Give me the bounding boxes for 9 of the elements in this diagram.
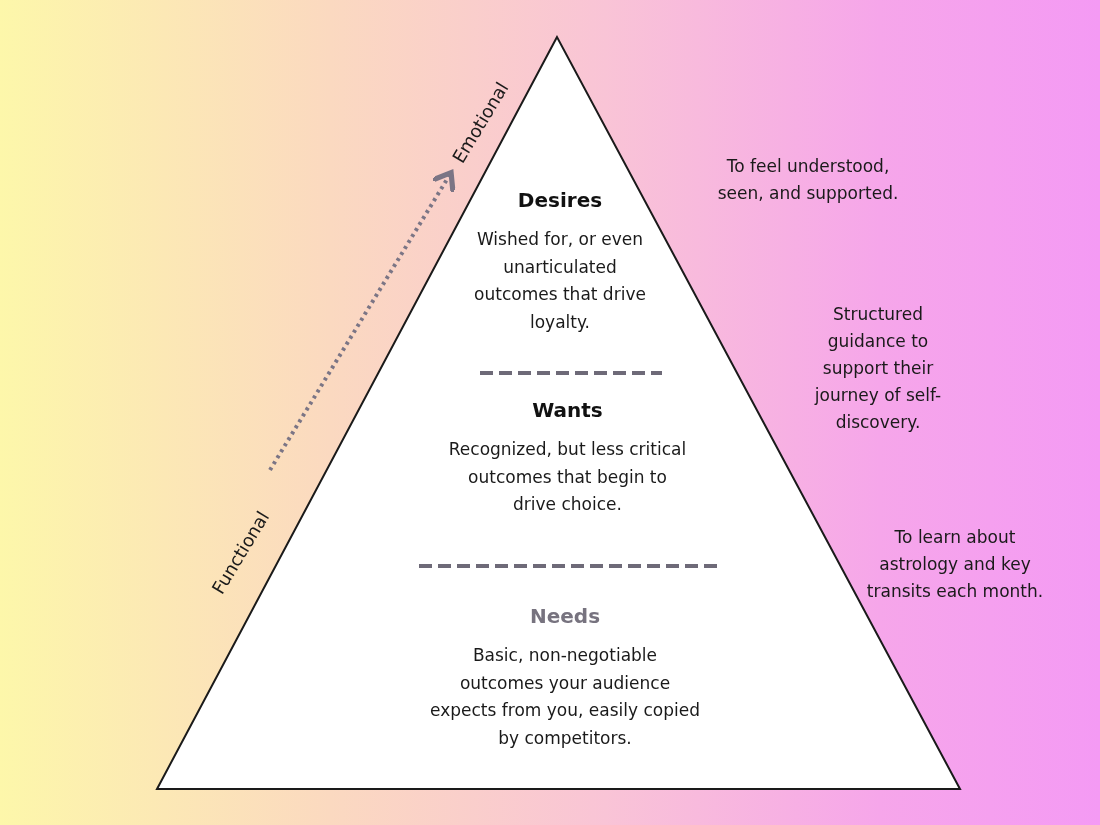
side-note: To learn about astrology and key transits each month. [865, 526, 1045, 603]
tier-heading: Desires [517, 188, 603, 212]
side-note: Structured guidance to support their journey of self-discovery. [813, 303, 943, 434]
side-note: To feel understood, seen, and supported. [716, 155, 900, 205]
tier-heading: Needs [529, 604, 601, 628]
tier-description: Basic, non-negotiable outcomes your audience expects from you, easily copied by competitors. [430, 644, 700, 750]
tier-heading: Wants [532, 398, 603, 422]
tier-description: Wished for, or even unarticulated outcomes that drive loyalty. [473, 228, 647, 334]
tier-description: Recognized, but less critical outcomes that begin to drive choice. [447, 438, 688, 516]
